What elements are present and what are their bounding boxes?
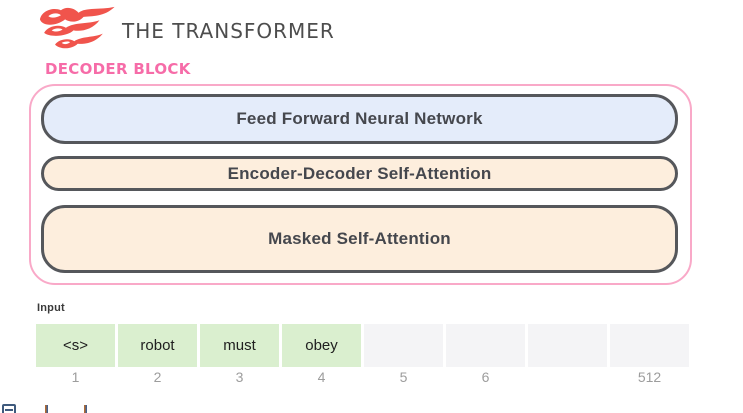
- flame-logo-icon: [39, 6, 115, 49]
- token-cell: [528, 324, 607, 367]
- layer-feed-forward: Feed Forward Neural Network: [41, 94, 678, 144]
- token-cell: must: [200, 324, 279, 367]
- layer-encoder-decoder-attention: Encoder-Decoder Self-Attention: [41, 156, 678, 191]
- position-index: 5: [399, 369, 408, 385]
- token-cell: robot: [118, 324, 197, 367]
- layer-masked-self-attention: Masked Self-Attention: [41, 205, 678, 273]
- position-index: 1: [71, 369, 80, 385]
- cutoff-fragment: [0, 402, 120, 413]
- input-index-row: 1 2 3 4 5 6 512: [36, 367, 689, 387]
- input-token-row: <s> robot must obey: [36, 324, 689, 367]
- token-cell: [610, 324, 689, 367]
- cutoff-text-mark: [45, 405, 48, 413]
- page-title: THE TRANSFORMER: [122, 19, 335, 43]
- position-index: [528, 367, 607, 387]
- token-cell: <s>: [36, 324, 115, 367]
- image-icon: [2, 404, 16, 413]
- cutoff-text-mark: [84, 405, 87, 413]
- token-cell: [446, 324, 525, 367]
- token-cell: obey: [282, 324, 361, 367]
- position-index: 4: [317, 369, 326, 385]
- position-index: 512: [637, 369, 662, 385]
- position-index: 6: [481, 369, 490, 385]
- position-index: 3: [235, 369, 244, 385]
- decoder-block-label: DECODER BLOCK: [45, 60, 191, 78]
- position-index: 2: [153, 369, 162, 385]
- input-label: Input: [37, 302, 65, 314]
- token-cell: [364, 324, 443, 367]
